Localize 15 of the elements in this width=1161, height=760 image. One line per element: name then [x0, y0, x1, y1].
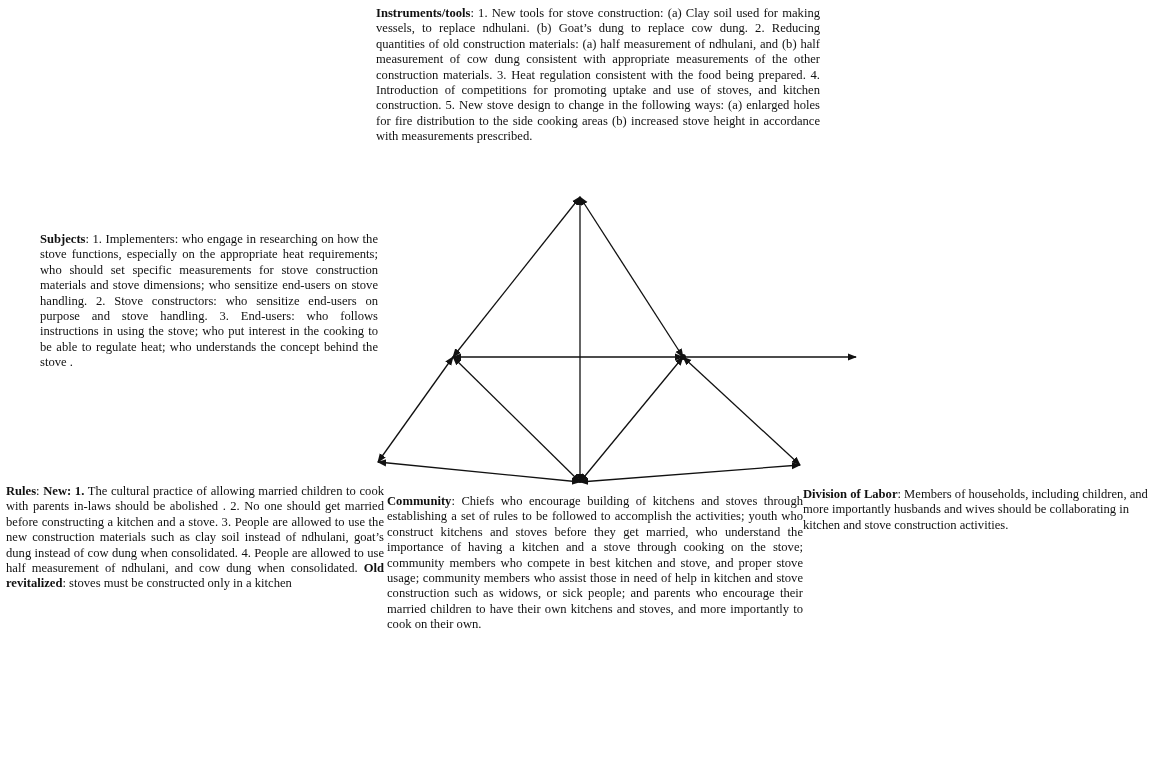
community-text: Community: Chiefs who encourage building of kitchens and stoves through establishing a set of rules to be followed to accomplish the activities; youth who construct kitchens and stoves before they get married, who understand the importance of having a kitchen and a stove through cooking on the stove; community members who compete in best kitchen and stove, and proper stove usage; community members who assist those in need of help in kitchen and stove construction such as widows, or sick people; and parents who encourage their married children to have their own kitchens and stoves, and more importantly to cook on their own. [387, 494, 803, 633]
arrow [452, 196, 581, 358]
arrow [576, 196, 584, 483]
arrow [579, 462, 801, 485]
arrow [377, 356, 454, 463]
arrow [377, 459, 581, 485]
arrow [682, 356, 801, 466]
instruments-text: Instruments/tools: 1. New tools for stove construction: (a) Clay soil used for making vessels, to replace ndhulani. (b) Goat’s dung to replace cow dung. 2. Reducing quantities of old construction materials: (a) half measurement of ndhulani, and (b) half measurement of cow dung consistent with appropriate measurements of the other construction materials. 3. Heat regulation consistent with the food being prepared. 4. Introduction of competitions for promoting uptake and use of stoves, and kitchen construction. 5. New stove design to change in the following ways: (a) enlarged holes for fire distribution to the side cooking areas (b) increased stove height in accordance with measurements prescribed. [376, 6, 820, 145]
subjects-text: Subjects: 1. Implementers: who engage in researching on how the stove functions, especially on the appropriate heat requirements; who should set specific measurements for stove construction materials and stove dimensions; who sensitize end-users on stove handling. 2. Stove constructors: who sensitize end-users on purpose and stove handling. 3. End-users: who follows instructions in using the stove; who put interest in the cooking to be able to regulate heat; who understands the concept behind the stove . [40, 232, 378, 371]
arrow [579, 356, 684, 483]
arrow [452, 356, 581, 483]
rules-text: Rules: New: 1. The cultural practice of allowing married children to cook with parents in-laws should be abolished . 2. No one should get married before constructing a kitchen and a stove. 3. People are allowed to use the new construction materials such as clay soil instead of ndhulani, goat’s dung instead of cow dung when consolidated. 4. People are allowed to use half measurement of ndhulani, and cow dung when consolidated. Old revitalized: stoves must be constructed only in a kitchen [6, 484, 384, 592]
division-of-labor-text: Division of Labor: Members of households, including children, and more importantly husbands and wives should be collaborating in kitchen and stove construction activities. [803, 487, 1149, 532]
arrow [579, 196, 684, 358]
junction-dot [680, 354, 686, 360]
